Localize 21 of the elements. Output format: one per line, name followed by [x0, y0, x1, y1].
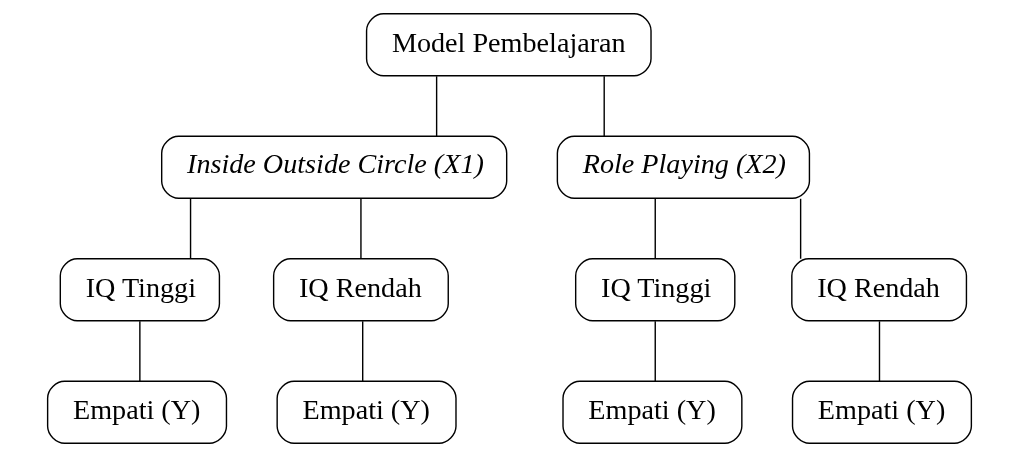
- connector: [362, 320, 364, 382]
- node-box: IQ Rendah: [272, 258, 449, 322]
- node-box: Inside Outside Circle (X1): [161, 135, 508, 199]
- connector: [435, 75, 438, 137]
- node-box: Role Playing (X2): [556, 135, 811, 199]
- node-box: Empati (Y): [562, 380, 743, 444]
- node-box: Model Pembelajaran: [365, 13, 652, 77]
- connector: [189, 198, 192, 260]
- node-box: Empati (Y): [276, 380, 457, 444]
- connector: [360, 198, 362, 260]
- connector: [878, 320, 881, 382]
- connector: [654, 198, 656, 260]
- connector: [139, 320, 141, 382]
- connector: [603, 75, 605, 137]
- node-box: IQ Tinggi: [574, 258, 736, 322]
- node-box: Empati (Y): [791, 380, 973, 444]
- connector: [799, 198, 802, 260]
- node-box: IQ Rendah: [791, 258, 968, 322]
- connector: [654, 320, 656, 382]
- node-box: IQ Tinggi: [59, 258, 221, 322]
- node-box: Empati (Y): [46, 380, 228, 444]
